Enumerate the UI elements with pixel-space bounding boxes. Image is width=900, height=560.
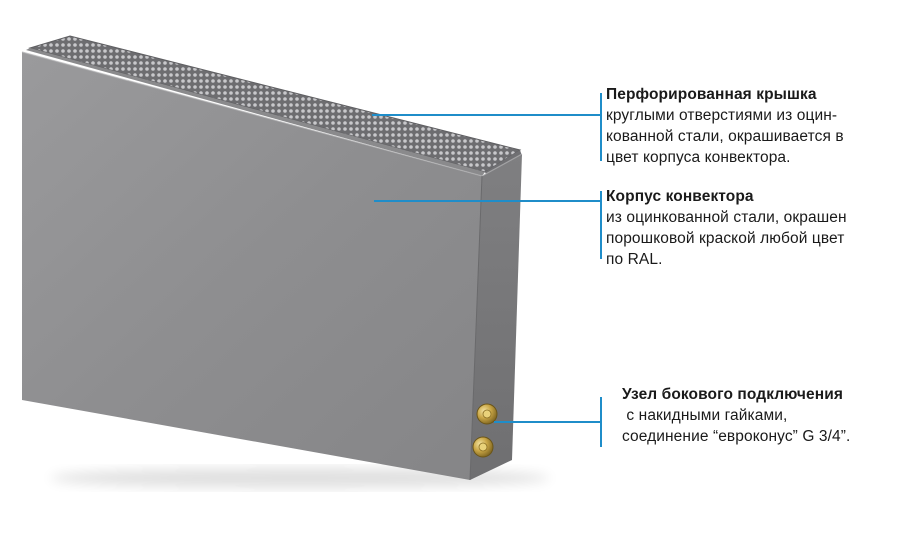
body-desc-line: порошковой краской любой цвет: [606, 230, 845, 247]
body-desc-line: по RAL.: [606, 251, 663, 268]
side-connection-fittings: [472, 403, 498, 458]
convector-front-face: [22, 52, 482, 480]
cover-bracket: [600, 93, 602, 161]
convector-side-face: [470, 154, 522, 480]
ground-shadow: [50, 468, 550, 488]
cover-title: Перфорированная крышка: [606, 86, 817, 103]
body-bracket: [600, 191, 602, 259]
connection-callout: Узел бокового подключения с накидными га…: [622, 384, 850, 447]
cover-desc-line: круглыми отверстиями из оцин-: [606, 107, 838, 124]
leader-lines: [372, 114, 602, 423]
cover-callout: Перфорированная крышка круглыми отверсти…: [606, 84, 844, 168]
cover-desc-line: кованной стали, окрашивается в: [606, 128, 844, 145]
connection-bracket: [600, 397, 602, 447]
connection-title: Узел бокового подключения: [622, 386, 843, 403]
cover-desc-line: цвет корпуса конвектора.: [606, 149, 791, 166]
connection-desc-line: с накидными гайками,: [622, 407, 788, 424]
body-callout: Корпус конвектора из оцинкованной стали,…: [606, 186, 847, 270]
body-desc-line: из оцинкованной стали, окрашен: [606, 209, 847, 226]
body-title: Корпус конвектора: [606, 188, 754, 205]
connection-desc-line: соединение “евроконус” G 3/4”.: [622, 428, 851, 445]
